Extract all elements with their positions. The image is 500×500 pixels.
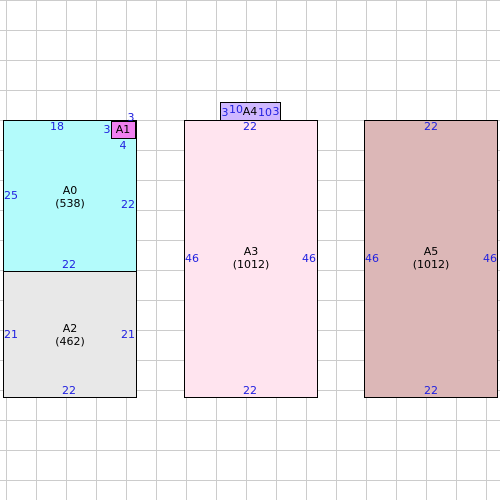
region-a2-name: A2 (62, 322, 78, 335)
a5-right-dimension: 46 (483, 252, 497, 265)
region-a5-name: A5 (423, 245, 439, 258)
region-a4 (220, 102, 281, 121)
a1-left-dimension: 3 (103, 123, 111, 136)
a5-left-dimension: 46 (365, 252, 379, 265)
a2-top-dimension: 22 (62, 258, 76, 271)
a0-left-dimension: 25 (4, 189, 18, 202)
a2-right-dimension: 21 (121, 328, 135, 341)
region-a3-area: (1012) (232, 258, 270, 271)
a3-right-dimension: 46 (302, 252, 316, 265)
a0-top-dimension: 18 (50, 120, 64, 133)
region-a3-name: A3 (243, 245, 259, 258)
a4-left-dimension: 3 (221, 106, 229, 119)
region-a2-label: A2 (462) (4, 322, 136, 348)
region-a0-name: A0 (62, 184, 78, 197)
a4-top-right-dimension: 10 (258, 106, 272, 119)
region-a1 (111, 121, 136, 139)
region-a4-name: A4 (242, 105, 258, 118)
region-a2: A2 (462) (3, 271, 137, 398)
a4-top-left-dimension: 10 (229, 103, 243, 116)
region-a2-area: (462) (55, 335, 85, 348)
region-a0: A0 (538) (3, 120, 137, 272)
a2-left-dimension: 21 (4, 328, 18, 341)
a3-top-dimension: 22 (243, 120, 257, 133)
a5-top-dimension: 22 (424, 120, 438, 133)
a4-right-dimension: 3 (272, 105, 280, 118)
region-a0-label: A0 (538) (4, 184, 136, 210)
region-a5: A5 (1012) (364, 120, 498, 398)
a5-bottom-dimension: 22 (424, 384, 438, 397)
region-a5-label: A5 (1012) (365, 245, 497, 271)
a1-bottom-dimension: 4 (119, 139, 127, 152)
region-a3-label: A3 (1012) (185, 245, 317, 271)
region-a5-area: (1012) (412, 258, 450, 271)
region-a3: A3 (1012) (184, 120, 318, 398)
region-a0-area: (538) (55, 197, 85, 210)
a3-bottom-dimension: 22 (243, 384, 257, 397)
region-a1-name: A1 (115, 123, 131, 136)
a3-left-dimension: 46 (185, 252, 199, 265)
a2-bottom-dimension: 22 (62, 384, 76, 397)
a1-top-dimension: 3 (127, 111, 135, 124)
a0-right-dimension: 22 (121, 198, 135, 211)
